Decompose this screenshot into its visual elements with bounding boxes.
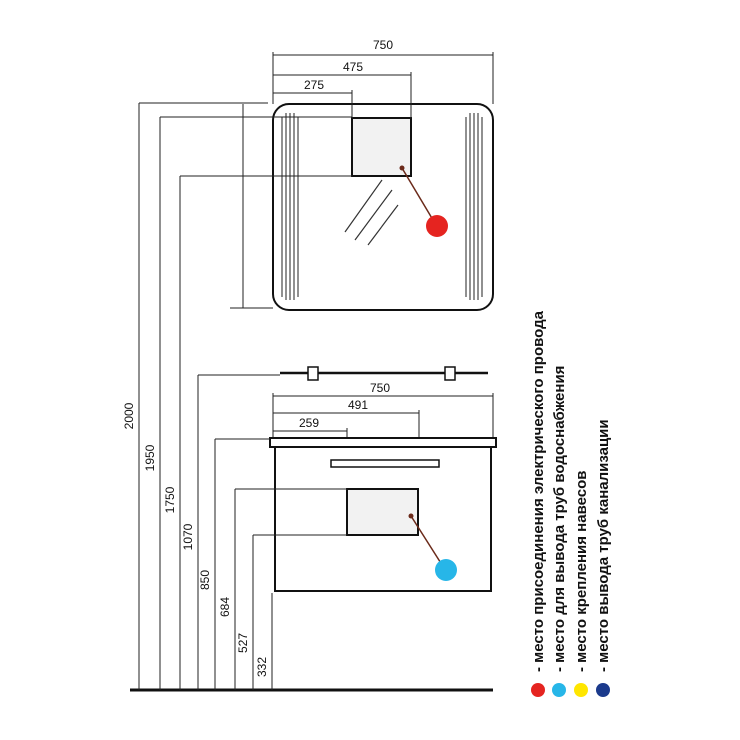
- legend: - место присоединения электрического про…: [530, 310, 612, 697]
- cabinet-unit: [269, 437, 497, 592]
- water-zone: [346, 488, 419, 536]
- mirror-left-light-icon: [281, 113, 299, 300]
- height-684: 684: [218, 597, 232, 617]
- dim-mid-491: 491: [348, 398, 368, 412]
- top-dimensions: 750 475 275: [272, 38, 494, 118]
- height-527: 527: [236, 633, 250, 653]
- electrical-leader: [401, 167, 437, 226]
- legend-label-electrical: - место присоединения электрического про…: [530, 310, 547, 672]
- height-2000: 2000: [122, 402, 136, 429]
- cabinet-handle-icon: [330, 459, 440, 468]
- dim-top-475: 475: [343, 60, 363, 74]
- height-1750: 1750: [163, 486, 177, 513]
- shelf-bracket-left-icon: [307, 366, 319, 381]
- legend-swatch-electrical: [531, 683, 545, 697]
- water-leader: [410, 515, 445, 569]
- dim-mid-750: 750: [370, 381, 390, 395]
- height-dimensions: 2000 1950 1750 1070 850 684 527 332: [122, 102, 352, 690]
- shelf-bracket-right-icon: [444, 366, 456, 381]
- height-1070: 1070: [181, 523, 195, 550]
- height-332: 332: [255, 657, 269, 677]
- legend-label-water: - место для вывода труб водоснабжения: [551, 366, 568, 672]
- legend-swatch-sewer: [596, 683, 610, 697]
- electrical-point-icon: [426, 215, 448, 237]
- dim-mid-259: 259: [299, 416, 319, 430]
- legend-label-sewer: - место вывода труб канализации: [595, 419, 612, 672]
- height-850: 850: [198, 570, 212, 590]
- mirror-glint-icon: [344, 179, 399, 246]
- mirror-frame: [272, 103, 494, 311]
- mirror-right-light-icon: [465, 113, 483, 300]
- cabinet-countertop: [269, 437, 497, 448]
- legend-swatch-hooks: [574, 683, 588, 697]
- legend-label-hooks: - место крепления навесов: [573, 471, 590, 672]
- dim-top-275: 275: [304, 78, 324, 92]
- height-1950: 1950: [143, 444, 157, 471]
- water-point-icon: [435, 559, 457, 581]
- mirror-unit: [272, 103, 494, 311]
- legend-swatch-water: [552, 683, 566, 697]
- shelf-unit: [280, 366, 488, 381]
- dim-top-750: 750: [373, 38, 393, 52]
